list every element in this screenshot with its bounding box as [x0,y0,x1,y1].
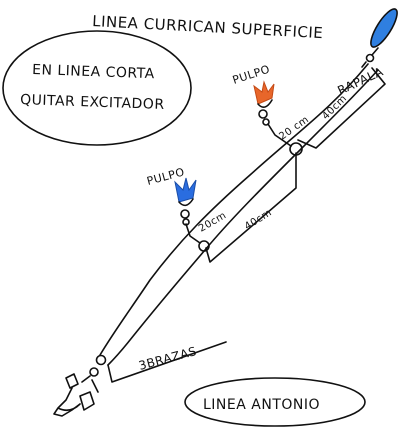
lower-dropper-40cm [205,152,297,263]
brazas-segment [107,341,227,383]
note-ellipse [2,30,192,146]
upper-dropper-40cm [297,67,386,149]
bottom-swivel-upper [95,354,107,366]
lower-pulpo-leader [185,223,201,244]
lower-pulpo-skirt [174,177,197,203]
upper-20cm-label: 20 cm [277,114,311,142]
upper-pulpo-bead [258,109,268,119]
lower-pulpo-label: PULPO [145,165,186,188]
rapala-swivel [365,53,375,63]
upper-pulpo-leader [267,123,292,147]
upper-pulpo-swivel [262,118,270,126]
lower-pulpo-bead [180,209,190,219]
lower-pulpo-swivel [182,218,190,226]
main-line-outer [99,63,369,356]
lower-junction-swivel [198,240,210,252]
bottom-swivel-lower [89,367,99,377]
note-line-2: QUITAR EXCITADOR [20,92,165,113]
rapala-hook [361,47,379,68]
diagram-title: LINEA CURRICAN SUPERFICIE [92,12,324,42]
bottom-connector [81,375,99,393]
upper-40cm-label: 40cm [320,93,349,122]
upper-pulpo-label: PULPO [231,63,272,87]
upper-pulpo-skirt [253,80,275,105]
main-line-inner [107,69,379,366]
signature-ellipse [184,377,366,427]
note-line-1: EN LINEA CORTA [32,62,155,82]
upper-pulpo-head [257,99,273,108]
rod-hand-sketch [53,373,95,417]
brazas-label: 3BRAZAS [137,344,198,373]
signature-text: LINEA ANTONIO [203,397,320,413]
lower-40cm-label: 40cm [243,207,274,232]
lower-pulpo-head [178,198,194,207]
rapala-lure-outline [370,8,398,48]
rapala-lure [370,8,398,48]
lower-20cm-label: 20cm [197,210,228,235]
